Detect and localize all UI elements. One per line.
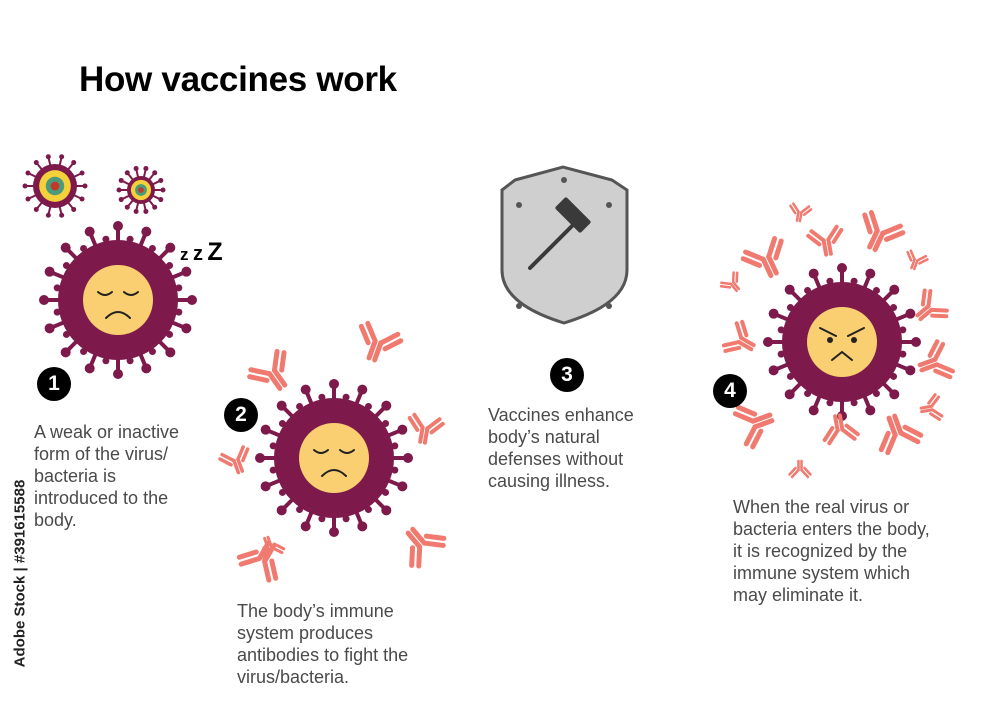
antibody-icon	[218, 445, 250, 475]
text-line: may eliminate it.	[733, 585, 864, 605]
zzz-letter: z	[180, 245, 189, 264]
virus-sad-icon	[255, 379, 413, 537]
stock-label: Adobe Stock | #391615588	[11, 479, 29, 668]
text-line: virus/bacteria.	[237, 667, 350, 687]
antibody-icon	[806, 224, 844, 257]
text-line: defenses without	[488, 449, 624, 469]
step-2-text: The body’s immune system produces antibo…	[237, 600, 408, 688]
step-2-number: 2	[224, 398, 258, 432]
text-line: system produces	[237, 623, 374, 643]
antibody-icon	[721, 319, 756, 353]
antibody-icon	[405, 526, 447, 569]
sleep-zzz: z z Z	[180, 238, 223, 267]
antibody-icon	[719, 271, 741, 293]
shield-hammer-icon	[500, 165, 629, 325]
antibody-icon	[917, 339, 956, 380]
text-line: form of the virus/	[34, 444, 169, 464]
text-line: causing illness.	[488, 471, 611, 491]
text-line: immune system which	[733, 563, 911, 583]
text-line: it is recognized by the	[733, 541, 908, 561]
small-virus-icon	[22, 154, 88, 218]
text-line: When the real virus or	[733, 497, 910, 517]
antibody-icon	[258, 535, 286, 561]
step-3-number: 3	[550, 358, 584, 392]
virus-sleeping-icon	[39, 221, 197, 379]
step-4-number: 4	[713, 374, 747, 408]
antibody-group	[218, 202, 956, 583]
antibody-icon	[915, 288, 949, 322]
text-line: The body’s immune	[237, 601, 394, 621]
small-viruses-group	[22, 154, 166, 218]
antibody-icon	[862, 210, 906, 253]
antibody-icon	[740, 236, 784, 279]
text-line: bacteria is	[34, 466, 117, 486]
gavel-icon	[528, 197, 591, 270]
antibody-icon	[788, 459, 812, 479]
antibody-icon	[878, 413, 924, 456]
antibody-icon	[822, 413, 860, 446]
antibody-icon	[789, 202, 813, 223]
antibody-icon	[247, 348, 288, 391]
antibody-icon	[732, 404, 775, 450]
text-line: Vaccines enhance	[488, 405, 634, 425]
antibody-icon	[919, 393, 944, 421]
step-1-number: 1	[37, 367, 71, 401]
step-4-text: When the real virus or bacteria enters t…	[733, 496, 930, 606]
virus-group	[39, 221, 921, 537]
antibody-icon	[407, 412, 445, 445]
step-1-text: A weak or inactive form of the virus/ ba…	[34, 421, 179, 531]
page-title: How vaccines work	[79, 60, 397, 99]
text-line: body.	[34, 510, 77, 530]
zzz-letter: z	[192, 243, 203, 265]
text-line: introduced to the	[34, 488, 169, 508]
step-3-text: Vaccines enhance body’s natural defenses…	[488, 404, 634, 492]
stock-watermark: Adobe Stock | #391615588	[10, 470, 30, 680]
text-line: body’s natural	[488, 427, 600, 447]
antibody-icon	[358, 320, 404, 363]
virus-angry-icon	[763, 263, 921, 421]
antibody-icon	[906, 249, 929, 271]
text-line: A weak or inactive	[34, 422, 180, 442]
text-line: antibodies to fight the	[237, 645, 409, 665]
zzz-letter: Z	[207, 238, 223, 266]
small-virus-icon	[116, 166, 166, 214]
text-line: bacteria enters the body,	[733, 519, 930, 539]
